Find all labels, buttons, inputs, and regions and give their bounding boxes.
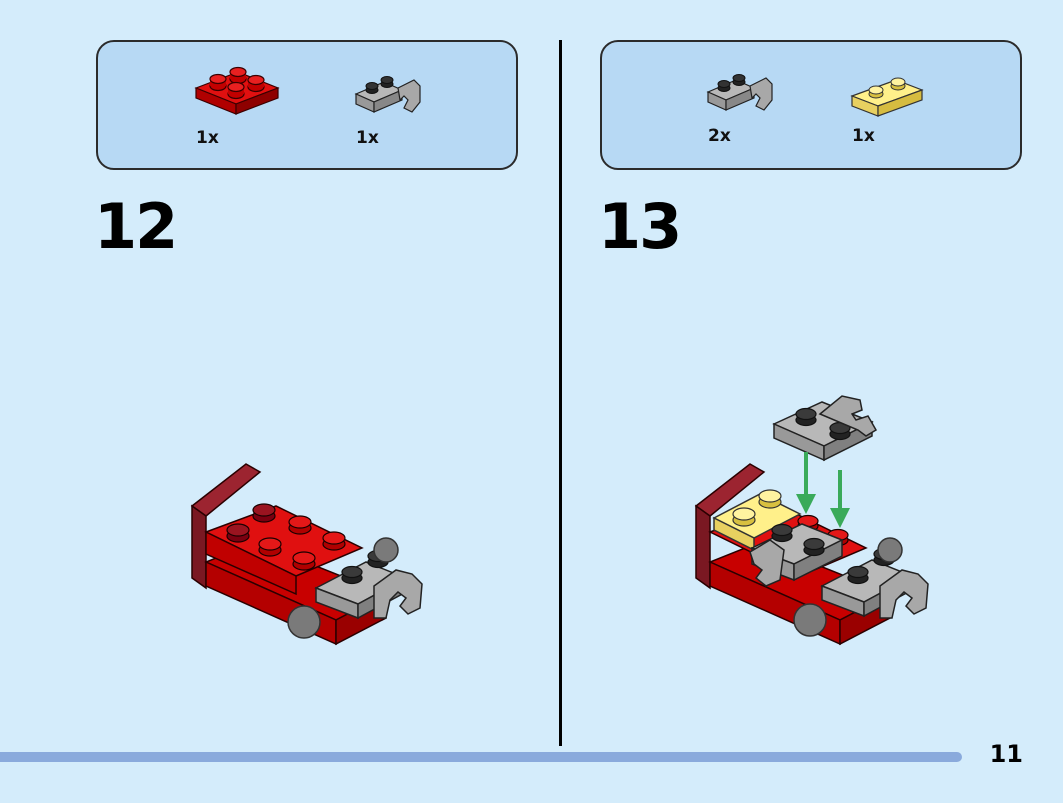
red-2x2-plate-icon <box>194 66 280 115</box>
parts-list-step-13: 2x 1x <box>600 40 1022 170</box>
placement-arrow-icon <box>796 452 850 528</box>
parts-list-step-12: 1x 1x <box>96 40 518 170</box>
progress-bar <box>0 752 962 762</box>
part-qty: 2x <box>708 126 731 146</box>
step-number: 12 <box>94 190 178 263</box>
step-divider <box>559 40 562 746</box>
step-13-model-illustration <box>694 395 929 646</box>
step-number: 13 <box>598 190 682 263</box>
step-12-model-illustration <box>190 463 423 646</box>
part-qty: 1x <box>356 128 379 148</box>
yellow-1x2-plate-icon <box>850 77 924 117</box>
part-qty: 1x <box>196 128 219 148</box>
gray-plate-with-clip-icon <box>354 76 421 113</box>
page-number: 11 <box>989 740 1023 768</box>
gray-plate-with-clip-icon <box>706 74 773 111</box>
part-qty: 1x <box>852 126 875 146</box>
